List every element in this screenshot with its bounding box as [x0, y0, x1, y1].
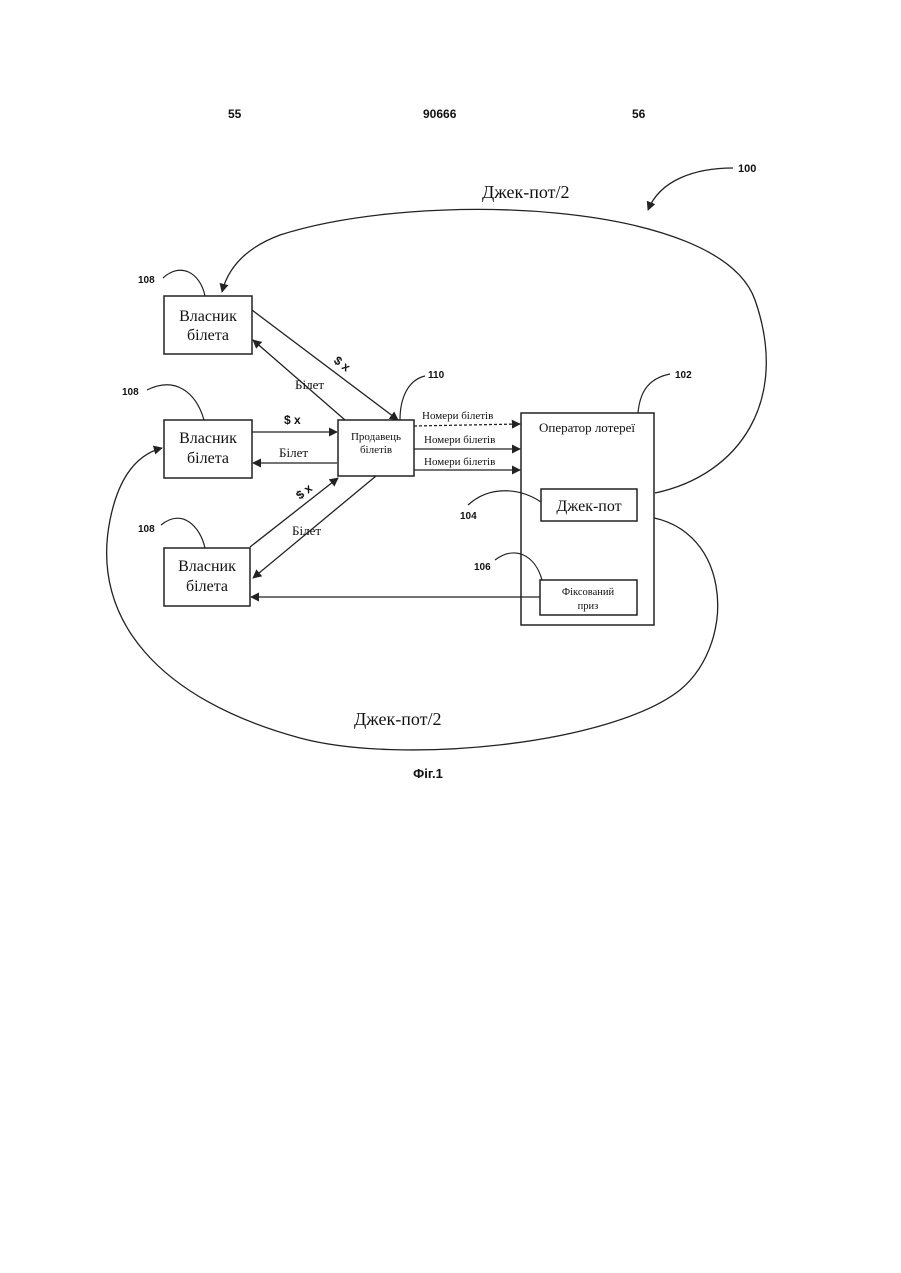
ticket-holder-3-line2: білета [186, 578, 228, 595]
ticket-label-2: Білет [279, 445, 308, 460]
lottery-operator-label: Оператор лотереї [539, 420, 635, 435]
jackpot-label: Джек-пот [556, 498, 621, 515]
ticket-label-1: Білет [295, 377, 324, 392]
ref-108-2: 108 [122, 387, 139, 398]
ticket-numbers-label-1: Номери білетів [422, 410, 493, 422]
ref-108-2-leader [147, 385, 204, 420]
payment-label-2: $ x [284, 413, 301, 427]
vendor-line1: Продавець [351, 431, 401, 443]
ref-106: 106 [474, 562, 491, 573]
figure-caption: Фіг.1 [413, 766, 443, 781]
ticket-holder-box-2 [164, 420, 252, 478]
jackpot-half-top-label: Джек-пот/2 [482, 182, 569, 202]
ticket-holder-1-line1: Власник [179, 308, 237, 325]
ticket-label-3: Білет [292, 523, 321, 538]
ticket-numbers-label-3: Номери білетів [424, 456, 495, 468]
ref-108-1: 108 [138, 275, 155, 286]
ticket-numbers-arrow-1 [414, 424, 520, 426]
vendor-line2: білетів [360, 444, 392, 456]
ref-102-leader [638, 374, 670, 413]
ticket-holder-2-line1: Власник [179, 430, 237, 447]
ref-108-3-leader [161, 518, 205, 548]
ticket-holder-2-line2: білета [187, 450, 229, 467]
ref-108-3: 108 [138, 524, 155, 535]
ticket-holder-box-1 [164, 296, 252, 354]
ref-108-1-leader [163, 270, 205, 296]
ticket-numbers-label-2: Номери білетів [424, 434, 495, 446]
ref-110: 110 [428, 370, 445, 381]
fixed-prize-line1: Фіксований [562, 587, 615, 598]
ticket-holder-1-line2: білета [187, 327, 229, 344]
jackpot-half-bottom-label: Джек-пот/2 [354, 709, 441, 729]
ticket-holder-box-3 [164, 548, 250, 606]
ref-100: 100 [738, 163, 756, 175]
ticket-holder-3-line1: Власник [178, 558, 236, 575]
ref-100-arrow [648, 168, 733, 210]
ref-102: 102 [675, 370, 692, 381]
fixed-prize-line2: приз [578, 601, 599, 612]
payment-arrow-1 [252, 310, 398, 420]
ref-104: 104 [460, 511, 477, 522]
